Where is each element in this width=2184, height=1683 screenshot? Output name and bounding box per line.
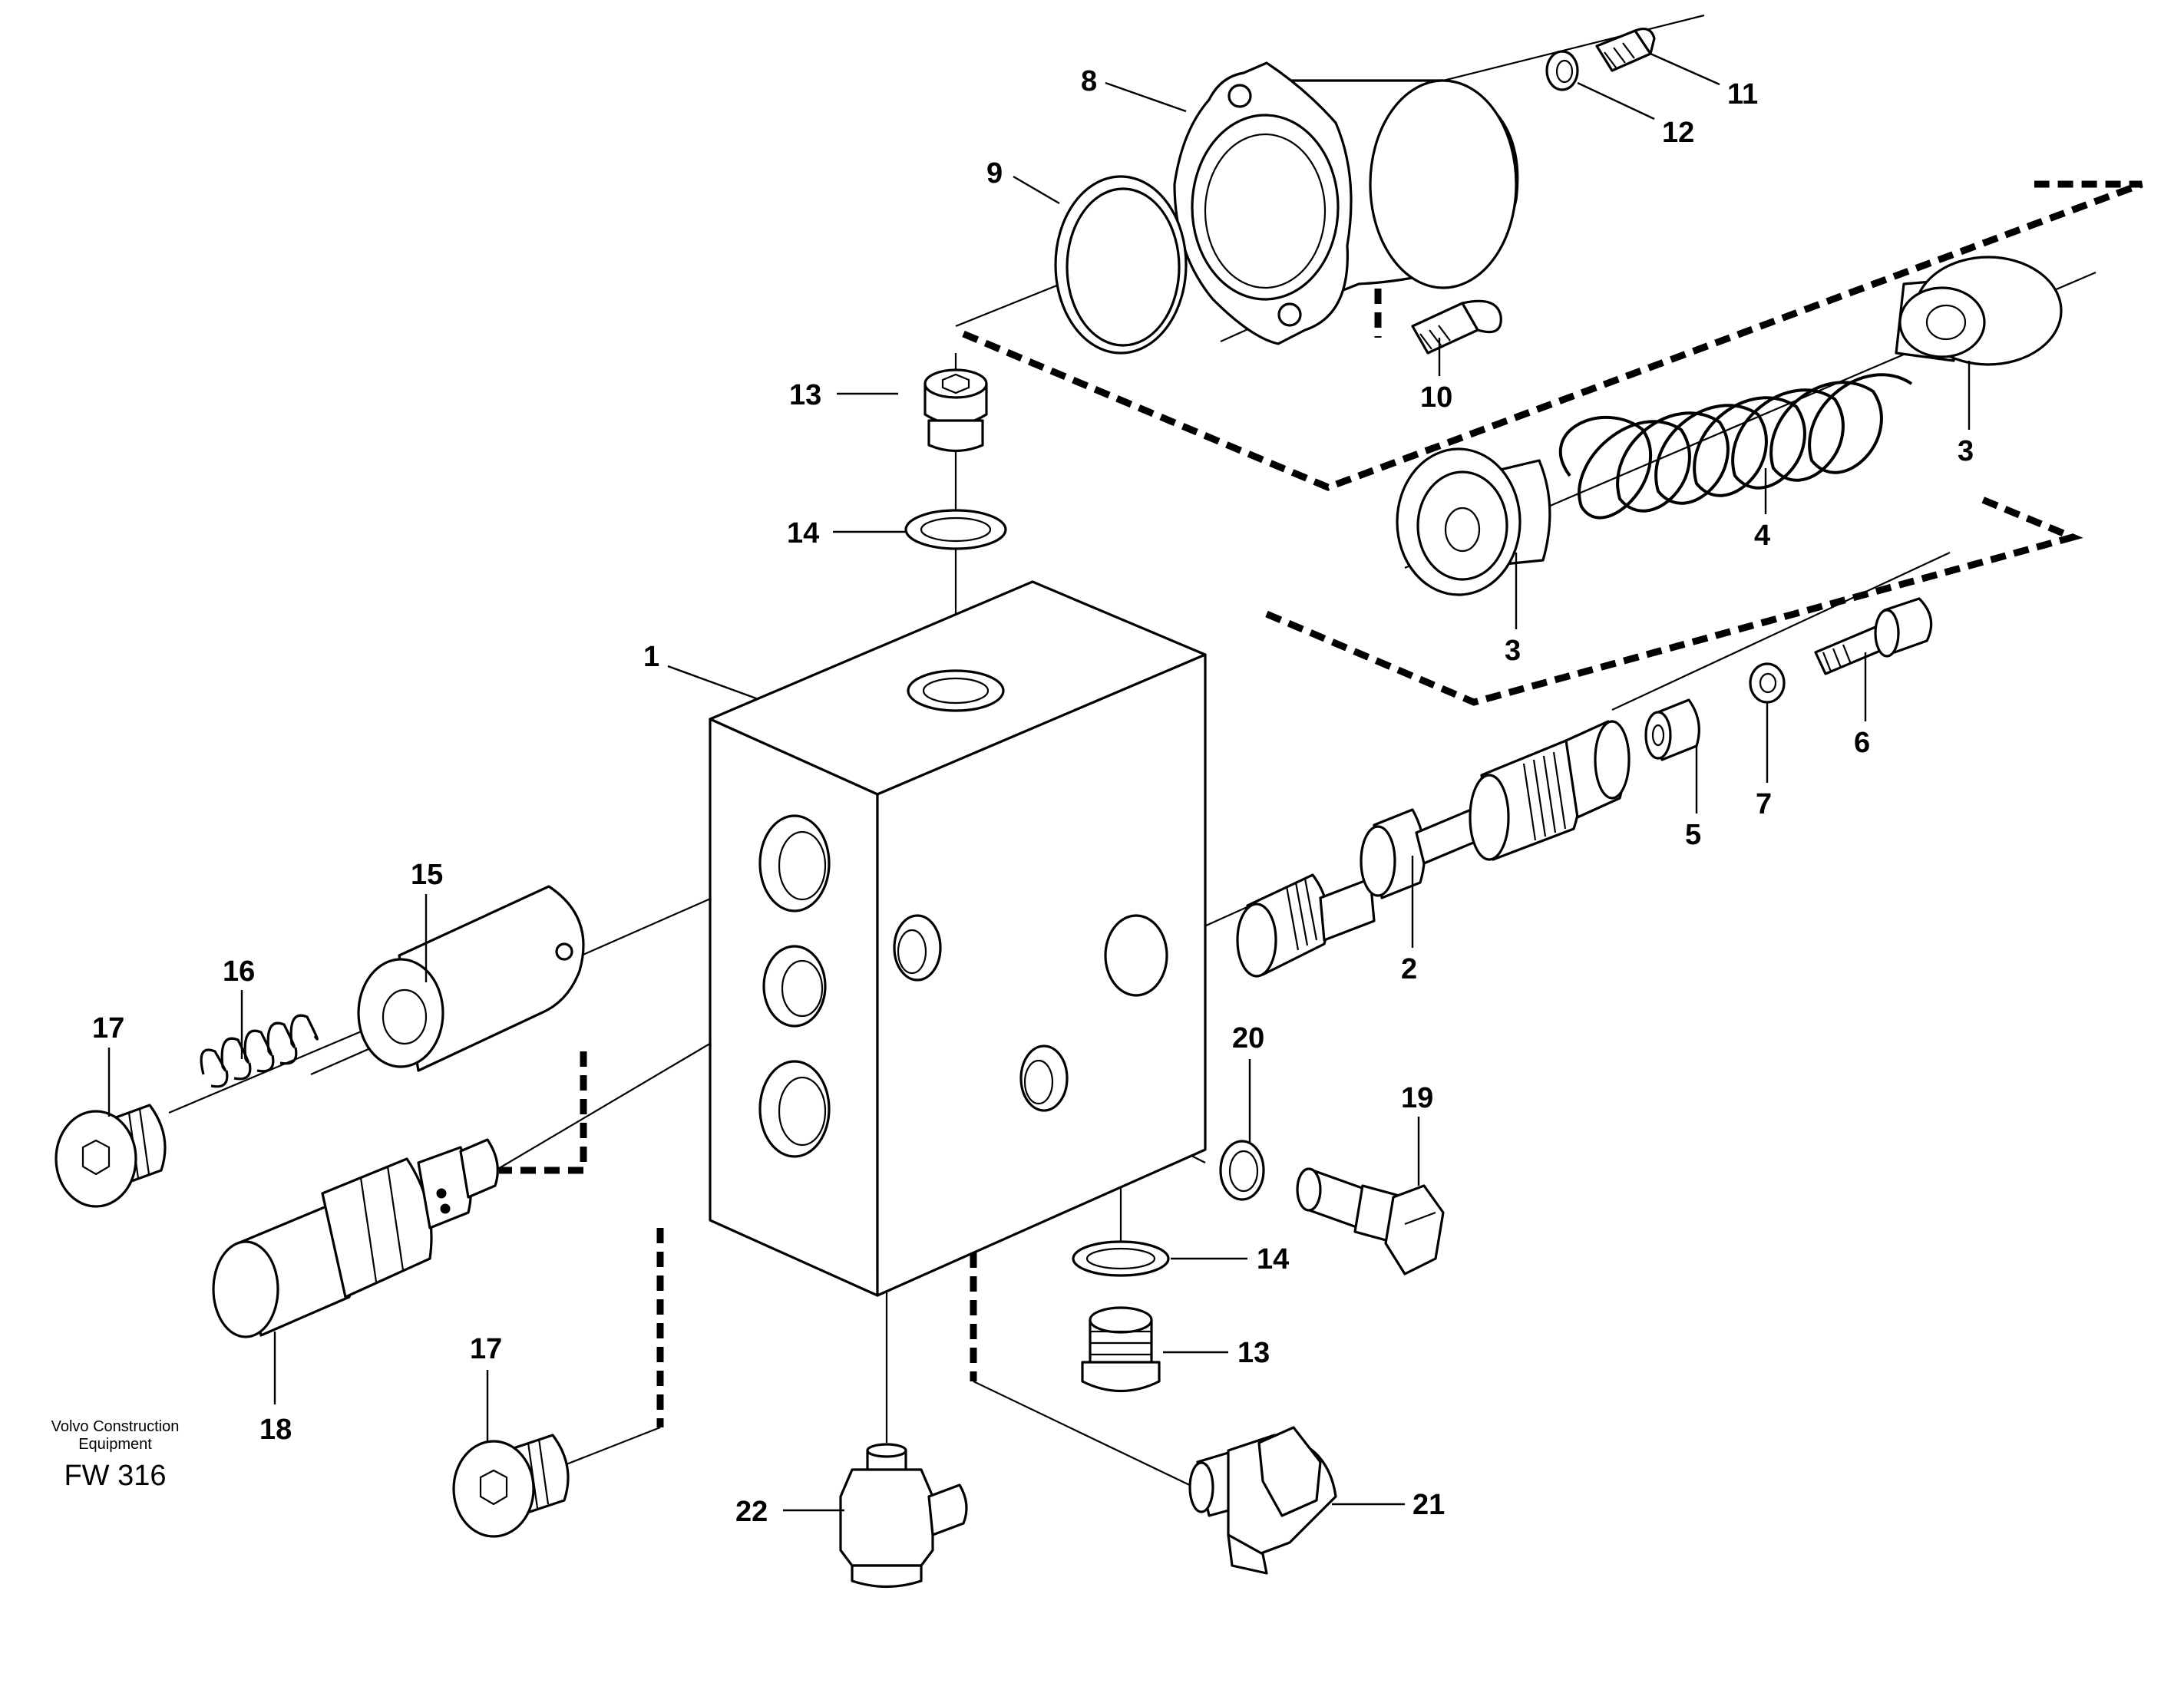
spring-seat-3-right xyxy=(1895,256,2063,366)
leader-lines xyxy=(107,52,1971,1512)
callout-3-left: 3 xyxy=(1505,635,1521,667)
elbow-21 xyxy=(1188,1426,1337,1575)
plug-13-top xyxy=(923,368,988,453)
callout-8: 8 xyxy=(1081,65,1097,97)
valve-block xyxy=(709,580,1207,1297)
callout-14-bottom: 14 xyxy=(1257,1243,1289,1275)
callout-7: 7 xyxy=(1756,788,1772,820)
washer-14-bottom xyxy=(1072,1240,1170,1277)
credit-block: Volvo Construction Equipment FW 316 xyxy=(51,1418,180,1492)
credit-line-1: Volvo Construction xyxy=(51,1418,180,1435)
spool-2 xyxy=(1236,720,1631,978)
sleeve-15 xyxy=(357,885,585,1072)
callout-16: 16 xyxy=(223,955,255,988)
tee-22 xyxy=(839,1443,968,1589)
callout-15: 15 xyxy=(411,859,443,891)
callout-10: 10 xyxy=(1420,381,1452,414)
washer-12 xyxy=(1545,50,1579,91)
screw-10 xyxy=(1411,299,1502,355)
washer-14-top xyxy=(904,509,1007,550)
spring-seat-3-left xyxy=(1396,447,1551,596)
callout-13-top: 13 xyxy=(789,379,821,411)
callout-18: 18 xyxy=(259,1414,292,1446)
large-o-ring xyxy=(1054,175,1188,355)
callout-labels: 1 2 3 3 4 5 6 7 8 9 10 11 12 13 13 14 14… xyxy=(92,65,1974,1528)
callout-6: 6 xyxy=(1854,727,1870,759)
bolt-6 xyxy=(1814,597,1933,675)
callout-4: 4 xyxy=(1754,520,1770,552)
callout-12: 12 xyxy=(1662,117,1694,149)
callout-13-bottom: 13 xyxy=(1237,1337,1270,1369)
callout-3-right: 3 xyxy=(1958,435,1974,467)
callout-9: 9 xyxy=(986,157,1003,190)
assembly-dashed-lines xyxy=(499,180,2143,1427)
sleeve-5 xyxy=(1644,698,1700,761)
callout-22: 22 xyxy=(735,1496,768,1528)
callout-14-top: 14 xyxy=(787,517,819,549)
washer-7 xyxy=(1749,662,1786,704)
drawing-code: FW 316 xyxy=(64,1460,166,1492)
cylinder-housing xyxy=(1173,61,1519,345)
o-ring-20 xyxy=(1219,1140,1265,1201)
callout-21: 21 xyxy=(1412,1489,1445,1521)
plug-17-left xyxy=(55,1104,167,1208)
credit-line-2: Equipment xyxy=(78,1436,152,1453)
bolt-19 xyxy=(1296,1167,1445,1275)
callout-1: 1 xyxy=(643,641,659,673)
fitting-11 xyxy=(1595,28,1656,72)
callout-19: 19 xyxy=(1401,1082,1433,1114)
callout-2: 2 xyxy=(1401,953,1417,985)
cartridge-18 xyxy=(212,1138,499,1338)
callout-17-left: 17 xyxy=(92,1012,124,1044)
plug-13-bottom xyxy=(1081,1306,1161,1392)
callout-17-bottom: 17 xyxy=(470,1333,502,1365)
callout-20: 20 xyxy=(1232,1022,1264,1054)
spring-16 xyxy=(200,1014,319,1088)
callout-5: 5 xyxy=(1685,819,1701,851)
spring-4 xyxy=(1558,373,1913,520)
plug-17-bottom xyxy=(452,1434,570,1538)
callout-11: 11 xyxy=(1727,78,1758,111)
